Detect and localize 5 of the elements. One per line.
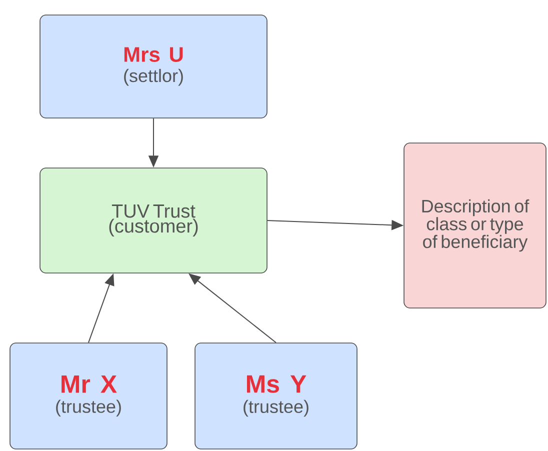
process-box: Mrs U (settlor) <box>40 14 268 118</box>
process-box: Description of class or type of beneficiary <box>404 142 546 308</box>
process-box: Mr X (trustee) <box>10 342 168 450</box>
process-box: Ms Y (trustee) <box>194 342 358 450</box>
process-box: TUV Trust (customer) <box>40 168 268 274</box>
